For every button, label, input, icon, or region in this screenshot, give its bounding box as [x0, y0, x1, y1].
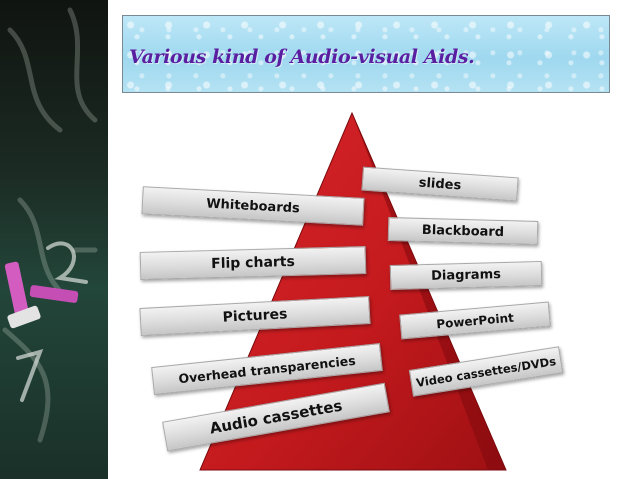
chalkboard-image — [0, 0, 108, 479]
chalkboard-decoration — [0, 0, 108, 479]
label-diagrams: Diagrams — [389, 261, 543, 290]
label-flip-charts: Flip charts — [139, 246, 367, 280]
slide-title: Various kind of Audio-visual Aids. — [129, 46, 475, 68]
label-blackboard: Blackboard — [387, 217, 539, 245]
chalk-pieces — [4, 261, 79, 329]
title-banner: Various kind of Audio-visual Aids. — [122, 15, 610, 93]
